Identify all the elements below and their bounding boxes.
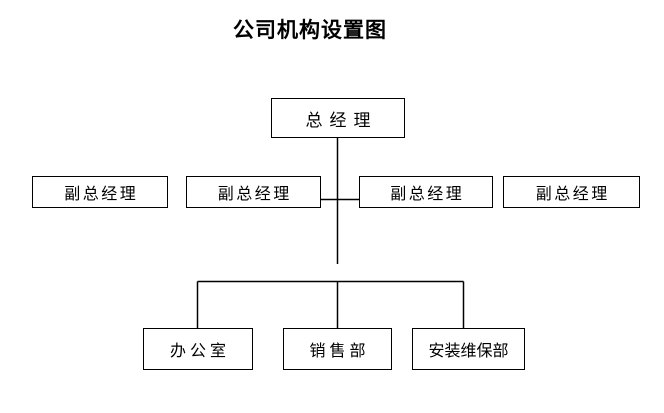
node-installation-maintenance-department: 安装维保部 (412, 328, 525, 370)
node-sales-department: 销 售 部 (283, 328, 392, 370)
node-office-department: 办 公 室 (143, 328, 253, 370)
chart-title: 公司机构设置图 (233, 18, 387, 42)
node-deputy-general-manager-1: 副总经理 (32, 176, 168, 208)
node-deputy-general-manager-3: 副总经理 (359, 176, 493, 208)
node-deputy-general-manager-2: 副总经理 (186, 176, 321, 208)
node-deputy-general-manager-4: 副总经理 (503, 176, 640, 208)
node-general-manager: 总经理 (271, 98, 405, 138)
